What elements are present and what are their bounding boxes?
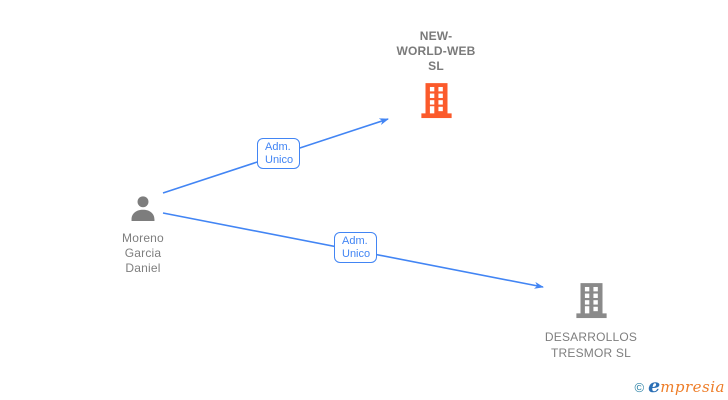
person-name: Moreno Garcia Daniel	[122, 231, 164, 275]
edge-label-adm-unico-2: Adm. Unico	[334, 232, 377, 263]
edge-label-adm-unico-1: Adm. Unico	[257, 138, 300, 169]
brand-wordmark: empresia	[648, 375, 725, 397]
copyright-icon: ©	[634, 380, 645, 395]
building-icon	[575, 283, 608, 324]
company-name: DESARROLLOS TRESMOR SL	[544, 330, 638, 360]
company-node-desarrollos-tresmor-sl[interactable]: DESARROLLOS TRESMOR SL	[521, 283, 661, 361]
empresia-logo: © empresia	[635, 375, 726, 397]
company-name: NEW- WORLD-WEB SL	[396, 29, 476, 73]
person-icon	[127, 193, 159, 225]
company-node-new-world-web-sl[interactable]: NEW- WORLD-WEB SL	[376, 29, 496, 124]
building-icon	[420, 83, 453, 124]
person-node-moreno-garcia-daniel[interactable]: Moreno Garcia Daniel	[93, 193, 193, 276]
